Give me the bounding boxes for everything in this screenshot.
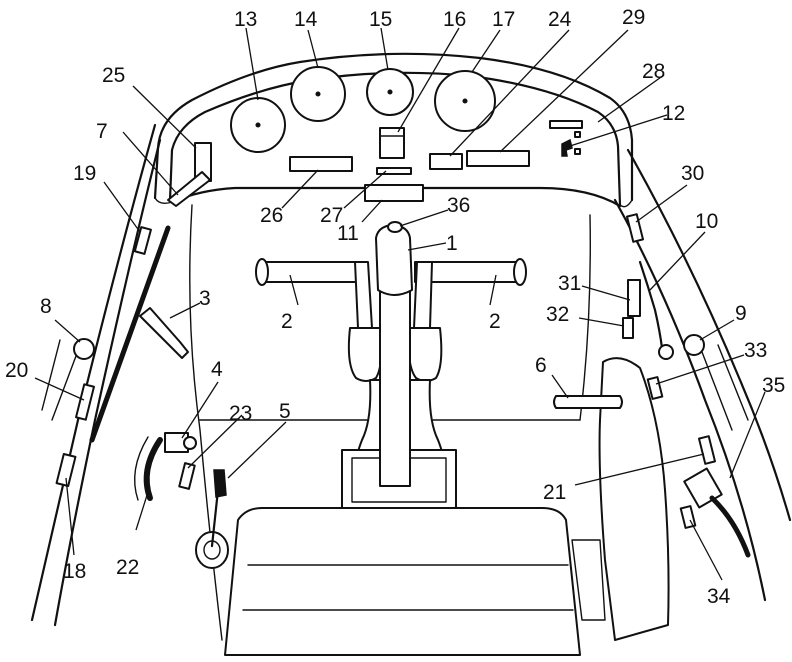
left-console bbox=[41, 225, 229, 569]
callout-16: 16 bbox=[443, 8, 466, 31]
cable-35 bbox=[709, 495, 751, 558]
lever-25 bbox=[167, 142, 212, 207]
right-console bbox=[553, 213, 751, 641]
callout-30: 30 bbox=[681, 162, 704, 185]
base-5 bbox=[195, 531, 229, 569]
plate-27 bbox=[376, 167, 412, 175]
callout-7: 7 bbox=[96, 120, 108, 143]
callout-8: 8 bbox=[40, 295, 52, 318]
rudder-pedals bbox=[255, 258, 527, 382]
callout-36: 36 bbox=[447, 194, 470, 217]
callout-11: 11 bbox=[337, 222, 359, 245]
stick-button-36 bbox=[387, 221, 403, 233]
callout-20: 20 bbox=[5, 359, 28, 382]
plate-16 bbox=[379, 127, 405, 159]
plate-23 bbox=[178, 462, 196, 490]
callout-6: 6 bbox=[535, 354, 547, 377]
tube-22 bbox=[143, 437, 163, 501]
callout-2: 2 bbox=[489, 310, 501, 333]
dot bbox=[255, 122, 261, 128]
callout-4: 4 bbox=[211, 358, 223, 381]
callout-labels: 1 2 2 3 4 5 6 7 8 9 10 11 12 13 14 15 16… bbox=[5, 6, 785, 608]
plate-31 bbox=[627, 279, 641, 317]
seat bbox=[224, 507, 581, 656]
grip-3 bbox=[139, 307, 189, 359]
callout-5: 5 bbox=[279, 400, 291, 423]
switch-12-b bbox=[574, 148, 581, 155]
plate-21 bbox=[698, 435, 716, 465]
plate-19 bbox=[133, 226, 152, 255]
callout-13: 13 bbox=[234, 8, 257, 31]
lever-10 bbox=[638, 260, 664, 350]
callout-35: 35 bbox=[762, 374, 785, 397]
trim-wheel-9 bbox=[683, 334, 705, 356]
lever-5 bbox=[210, 488, 220, 548]
plate-30 bbox=[626, 213, 644, 243]
plate-32 bbox=[622, 317, 634, 339]
plate-18 bbox=[55, 452, 77, 488]
callout-24: 24 bbox=[548, 8, 572, 31]
plate-28 bbox=[549, 120, 583, 129]
plate-20 bbox=[75, 383, 95, 421]
control-stick bbox=[341, 221, 457, 511]
callout-32: 32 bbox=[546, 303, 569, 326]
callout-12: 12 bbox=[662, 102, 685, 125]
callout-2: 2 bbox=[281, 310, 293, 333]
dot bbox=[462, 98, 468, 104]
callout-23: 23 bbox=[229, 402, 252, 425]
trim-wheel-8 bbox=[73, 338, 95, 360]
callout-25: 25 bbox=[102, 64, 125, 87]
callout-28: 28 bbox=[642, 60, 665, 83]
panel-plates bbox=[289, 120, 583, 202]
dot bbox=[387, 89, 393, 95]
plate-26 bbox=[289, 156, 353, 172]
callout-33: 33 bbox=[744, 339, 767, 362]
throttle-quadrant bbox=[598, 357, 670, 641]
callout-18: 18 bbox=[63, 560, 86, 583]
dot bbox=[315, 91, 321, 97]
callout-15: 15 bbox=[369, 8, 392, 31]
callout-27: 27 bbox=[320, 204, 343, 227]
grip-6 bbox=[553, 395, 623, 409]
callout-19: 19 bbox=[73, 162, 96, 185]
callout-26: 26 bbox=[260, 204, 283, 227]
callout-17: 17 bbox=[492, 8, 515, 31]
callout-31: 31 bbox=[558, 272, 581, 295]
callout-1: 1 bbox=[446, 232, 458, 255]
callout-22: 22 bbox=[116, 556, 139, 579]
callout-21: 21 bbox=[543, 481, 566, 504]
instrument-gauges bbox=[230, 66, 496, 153]
callout-9: 9 bbox=[735, 302, 747, 325]
callout-3: 3 bbox=[199, 287, 211, 310]
plate-29 bbox=[466, 150, 530, 167]
callout-29: 29 bbox=[622, 6, 645, 29]
leader-lines bbox=[34, 27, 766, 581]
callout-34: 34 bbox=[707, 585, 731, 608]
switch-12-a bbox=[574, 131, 581, 138]
callout-14: 14 bbox=[294, 8, 318, 31]
plate-11 bbox=[364, 184, 424, 202]
plate-24 bbox=[429, 153, 463, 170]
callout-10: 10 bbox=[695, 210, 718, 233]
rail-left bbox=[89, 225, 171, 443]
switch-12 bbox=[561, 138, 573, 157]
